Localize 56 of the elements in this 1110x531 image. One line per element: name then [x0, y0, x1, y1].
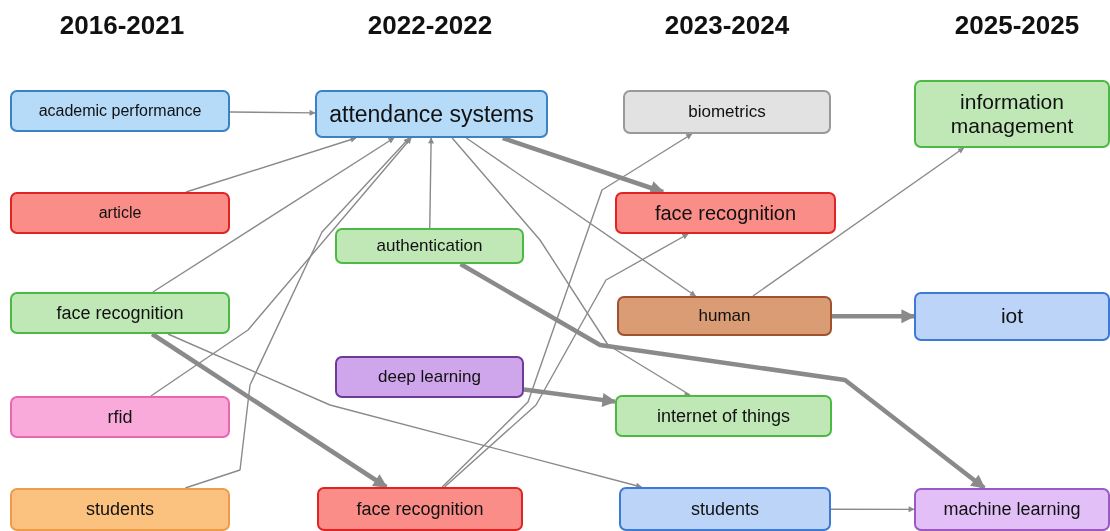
- node-label: iot: [1000, 304, 1024, 329]
- arrow: [167, 333, 643, 489]
- node-label: article: [98, 203, 142, 223]
- node-label: students: [690, 498, 759, 520]
- column-heading: 2022-2022: [366, 10, 494, 41]
- arrow: [428, 137, 435, 229]
- node-box: [10, 396, 230, 438]
- node-label: rfid: [107, 406, 133, 428]
- arrow: [502, 135, 665, 195]
- node-label: biometrics: [688, 102, 766, 122]
- arrow: [465, 137, 697, 297]
- node-box: [623, 90, 831, 134]
- arrow: [459, 262, 986, 490]
- node-box: [615, 192, 836, 234]
- node-label: deep learning: [378, 367, 481, 387]
- node-label: students: [85, 499, 154, 520]
- node-box: [914, 80, 1110, 148]
- arrow: [185, 136, 357, 193]
- node-label: face recognition: [356, 498, 484, 520]
- arrow: [752, 147, 965, 297]
- node-box: [914, 292, 1110, 341]
- arrow: [152, 137, 395, 293]
- node-box: [914, 488, 1110, 531]
- column-heading: 2016-2021: [58, 10, 186, 41]
- node-box: [10, 292, 230, 334]
- node-label: authentication: [376, 236, 483, 256]
- arrow: [830, 506, 915, 513]
- node-box: [10, 90, 230, 132]
- arrow: [150, 332, 388, 489]
- arrow: [451, 137, 691, 396]
- node-label: academic performance: [38, 101, 202, 121]
- node-label: face recognition: [654, 201, 797, 225]
- arrow: [184, 137, 410, 489]
- node-label: attendance systems: [329, 100, 534, 128]
- column-heading: 2025-2025: [953, 10, 1081, 41]
- node-label: machine learning: [943, 499, 1081, 520]
- arrow: [523, 387, 617, 407]
- node-box: [315, 90, 548, 138]
- node-box: [615, 395, 832, 437]
- node-label: information management: [949, 89, 1075, 139]
- node-box: [335, 228, 524, 264]
- column-heading: 2023-2024: [663, 10, 791, 41]
- node-box: [10, 192, 230, 234]
- arrow: [150, 137, 412, 397]
- node-box: [317, 487, 523, 531]
- node-box: [619, 487, 831, 531]
- node-box: [10, 488, 230, 531]
- arrow: [441, 133, 693, 488]
- arrow: [443, 233, 689, 488]
- arrow: [229, 109, 316, 116]
- node-label: face recognition: [56, 302, 184, 324]
- arrow: [832, 309, 916, 324]
- node-label: human: [698, 306, 751, 326]
- node-box: [335, 356, 524, 398]
- node-box: [617, 296, 832, 336]
- node-label: internet of things: [656, 405, 791, 427]
